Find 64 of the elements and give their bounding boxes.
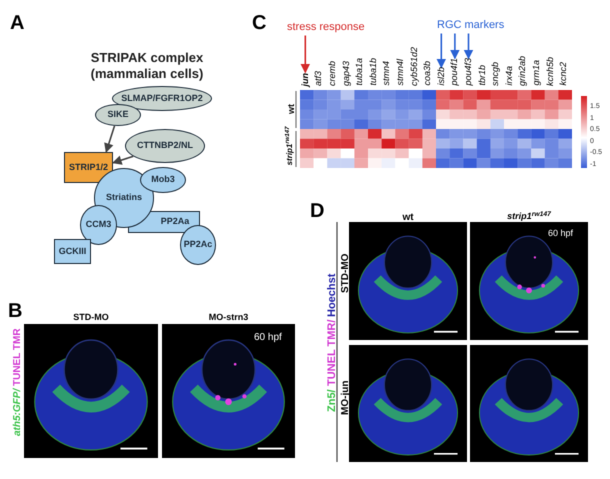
gene-label: pou4f3 [464,58,473,86]
arrow [464,34,474,60]
gene-label: isl2b [436,67,446,86]
gene-label: tuba1a [355,58,364,86]
protein-label: PP2Aa [160,215,190,228]
protein-circle [80,205,117,245]
panel-letter: B [8,299,22,324]
gene-label: cremb [328,60,337,86]
channel-label: TUNEL TMR/ [325,320,339,386]
gene-label: kcnh5b [546,56,555,86]
protein-box [64,152,113,183]
protein-label: STRIP1/2 [68,160,108,174]
gene-label: cyb561d2 [410,46,419,86]
channel-label: Hoechst [325,274,339,317]
arrow [104,126,116,153]
row-group-label: wt [285,103,297,116]
gene-label: tbr1b [478,65,487,86]
protein-circle [180,225,216,265]
panel-letter: C [252,11,266,36]
protein-label: Mob3 [151,173,175,186]
channel-label: Zn5/ [325,389,339,412]
protein-box [54,239,91,264]
gene-label: coa3b [423,61,432,86]
gene-label: pou4f1 [450,58,460,86]
row-heading: MO-jun [339,380,352,418]
protein-label: SIKE [107,108,128,122]
gene-label: grin2ab [518,56,528,86]
gene-label: stmn4l [396,59,405,86]
arrow [450,34,460,60]
protein-label: GCKIII [58,244,86,258]
gene-label: sncgb [491,62,500,86]
diagram-heading: STRIPAK complex (mammalian cells) [90,50,204,82]
protein-label: CCM3 [86,218,112,232]
gene-label: tuba1b [368,58,378,86]
time-label: 60 hpf [254,331,282,345]
arrow [112,156,134,165]
group-heading: stress response [287,19,365,36]
gene-label: atf3 [314,70,324,86]
time-label: 60 hpf [548,227,574,240]
channel-label: TUNEL TMR [11,328,24,386]
panel-letter: D [310,199,324,224]
gene-label: gap43 [342,60,351,86]
column-heading: strip1$^{rw147}$ [506,210,552,223]
group-heading: RGC markers [437,17,504,34]
arrow [300,36,310,74]
column-heading: MO-strn3 [208,311,250,324]
arrow [436,34,446,68]
row-heading: STD-MO [339,252,352,295]
protein-label: Striatins [106,191,142,204]
channel-label: ath5:GFP/ [11,388,24,436]
gene-label: stmn4 [382,61,392,86]
column-heading: wt [401,211,415,225]
column-heading: STD-MO [72,311,110,324]
gene-label: jun [300,72,310,86]
protein-ellipse [125,129,205,163]
panel-letter: A [10,11,24,36]
gene-label: grm1a [532,60,541,86]
gene-label: irx4a [504,66,514,86]
protein-label: SLMAP/FGFR1OP2 [121,92,203,105]
protein-label: CTTNBP2/NL [137,139,193,152]
protein-ellipse [95,104,141,126]
gene-label: kcnc2 [559,62,568,86]
protein-ellipse [140,167,186,193]
protein-label: PP2Ac [184,238,212,252]
